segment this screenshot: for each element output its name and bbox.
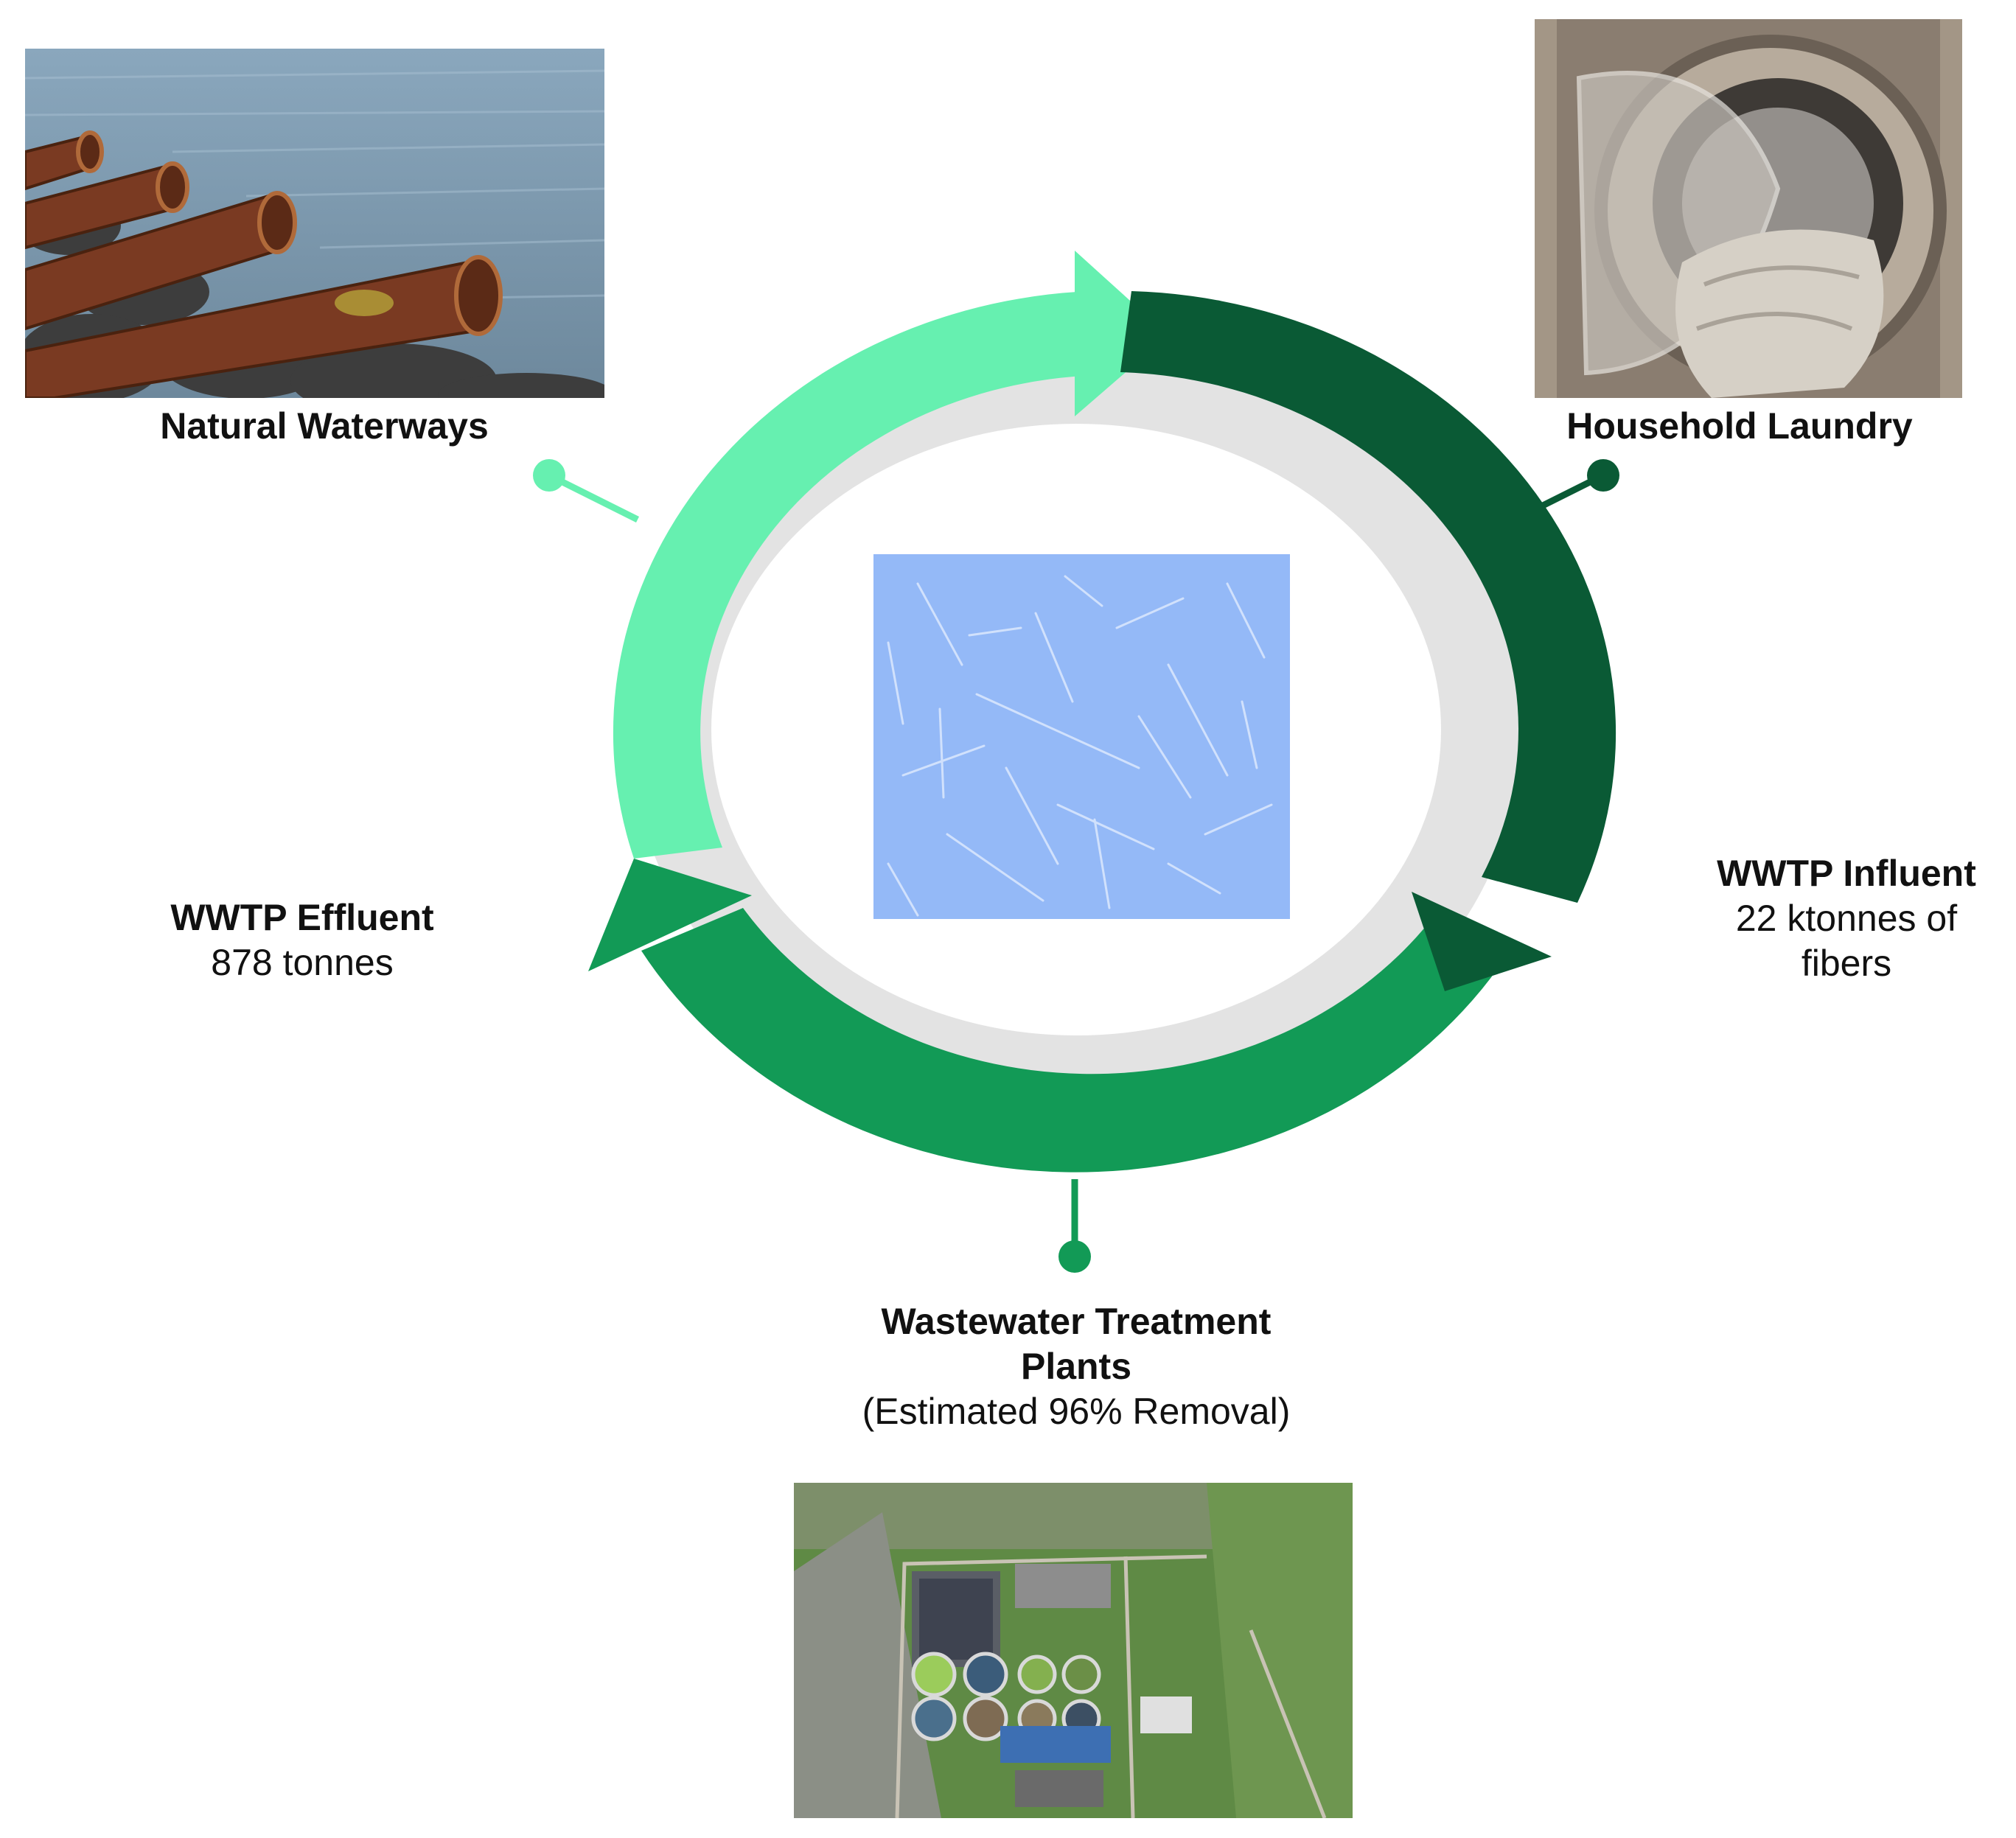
wwtp-removal-note: (Estimated 96% Removal): [862, 1391, 1291, 1432]
household-laundry-label: Household Laundry: [1566, 405, 1913, 447]
arrow-wwtp-to-effluent: [641, 908, 1500, 1173]
connector-natural-waterways: [533, 459, 640, 523]
wwtp-aerial-photo: [794, 1483, 1353, 1818]
connector-wwtp: [1058, 1179, 1091, 1273]
wwtp-influent-value-line2: fibers: [1801, 943, 1892, 984]
arrow-waterways-to-laundry: [613, 291, 1091, 859]
wwtp-title-line1: Wastewater Treatment: [881, 1301, 1272, 1342]
natural-waterways-photo: [25, 49, 604, 398]
wwtp-effluent-value: 878 tonnes: [211, 942, 394, 983]
wwtp-influent-label: WWTP Influent 22 ktonnes of fibers: [1666, 851, 2016, 986]
arrow-head-effluent: [588, 859, 752, 971]
wwtp-influent-value-line1: 22 ktonnes of: [1735, 898, 1958, 939]
wwtp-effluent-title: WWTP Effluent: [170, 897, 434, 938]
wwtp-title-line2: Plants: [1020, 1346, 1132, 1387]
arrow-head-influent: [1412, 892, 1552, 991]
wwtp-effluent-label: WWTP Effluent 878 tonnes: [125, 895, 479, 985]
arrow-head-laundry: [1075, 251, 1168, 416]
microfiber-micrograph: [873, 554, 1290, 919]
wwtp-label: Wastewater Treatment Plants (Estimated 9…: [752, 1299, 1401, 1434]
arrow-laundry-to-influent: [1120, 291, 1616, 903]
household-laundry-photo: [1535, 19, 1962, 398]
natural-waterways-label: Natural Waterways: [160, 405, 489, 447]
wwtp-influent-title: WWTP Influent: [1717, 853, 1976, 894]
